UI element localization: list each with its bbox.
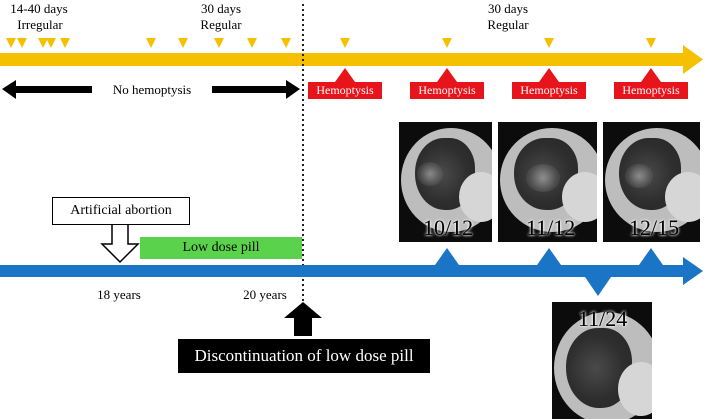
ct-date: 11/24: [578, 306, 628, 331]
menstruation-marker-icon: [6, 38, 16, 48]
artificial-abortion-box: Artificial abortion: [52, 197, 190, 225]
menstruation-marker-icons: [6, 38, 656, 48]
hollow-down-arrow-icon: [100, 223, 140, 264]
ct-date: 12/15: [629, 215, 680, 240]
regular-label-1: Regular: [200, 17, 242, 32]
menstruation-marker-icon: [17, 38, 27, 48]
menstruation-marker-icon: [340, 38, 350, 48]
ct-scan-image: 11/12: [498, 122, 597, 242]
regular-label-2: Regular: [487, 17, 529, 32]
age-18-label: 18 years: [97, 287, 141, 302]
irregular-days-label: 14-40 days: [10, 1, 68, 16]
menstruation-marker-icon: [60, 38, 70, 48]
top-timeline-arrow: [0, 45, 703, 74]
up-arrow-icon: [284, 302, 322, 336]
regular-days-label-2: 30 days: [487, 1, 529, 16]
menstruation-marker-icon: [544, 38, 554, 48]
menstruation-marker-icon: [146, 38, 156, 48]
bottom-timeline-arrow: [0, 248, 703, 296]
low-dose-pill-bar: Low dose pill: [140, 237, 302, 259]
irregular-label: Irregular: [17, 17, 63, 32]
menstruation-marker-icon: [178, 38, 188, 48]
menstruation-marker-icon: [46, 38, 56, 48]
menstruation-marker-icon: [442, 38, 452, 48]
ct-date: 10/12: [423, 215, 474, 240]
ct-date: 11/12: [526, 215, 576, 240]
menstruation-marker-icon: [247, 38, 257, 48]
no-hemoptysis-label: No hemoptysis: [112, 82, 192, 97]
age-20-label: 20 years: [243, 287, 287, 302]
menstruation-marker-icon: [214, 38, 224, 48]
ct-scan-image: 11/24: [552, 302, 652, 419]
discontinuation-label: Discontinuation of low dose pill: [178, 339, 430, 373]
ct-scan-image: 12/15: [603, 122, 700, 242]
menstruation-marker-icon: [38, 38, 48, 48]
menstruation-marker-icon: [281, 38, 291, 48]
regular-days-label-1: 30 days: [200, 1, 242, 16]
menstruation-marker-icon: [646, 38, 656, 48]
no-hemoptysis-double-arrow-icon: [2, 80, 300, 99]
ct-scan-image: 10/12: [399, 122, 492, 242]
